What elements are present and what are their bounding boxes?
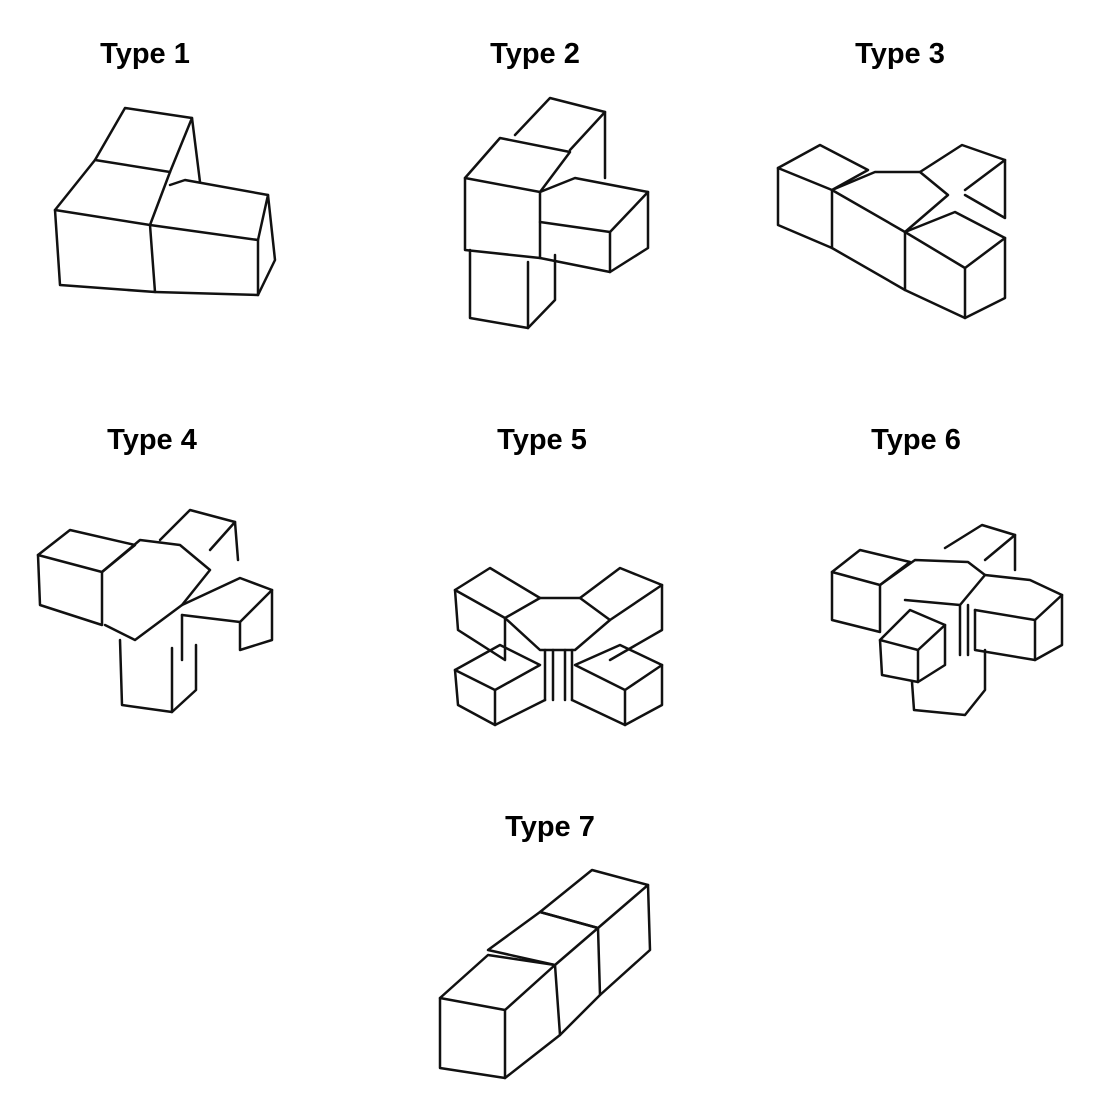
type-2-drawing: [463, 96, 650, 330]
type-7-label: Type 7: [505, 811, 595, 843]
type-5-drawing: [453, 566, 664, 727]
type-4-drawing: [36, 508, 274, 714]
type-3-drawing: [776, 143, 1007, 320]
type-5-label: Type 5: [497, 424, 587, 456]
type-6-drawing: [830, 523, 1064, 717]
type-3-label: Type 3: [855, 38, 945, 70]
type-1-drawing: [53, 106, 277, 297]
type-1-label: Type 1: [100, 38, 190, 70]
type-7-drawing: [438, 868, 652, 1080]
type-6-label: Type 6: [871, 424, 961, 456]
type-4-label: Type 4: [107, 424, 197, 456]
type-2-label: Type 2: [490, 38, 580, 70]
